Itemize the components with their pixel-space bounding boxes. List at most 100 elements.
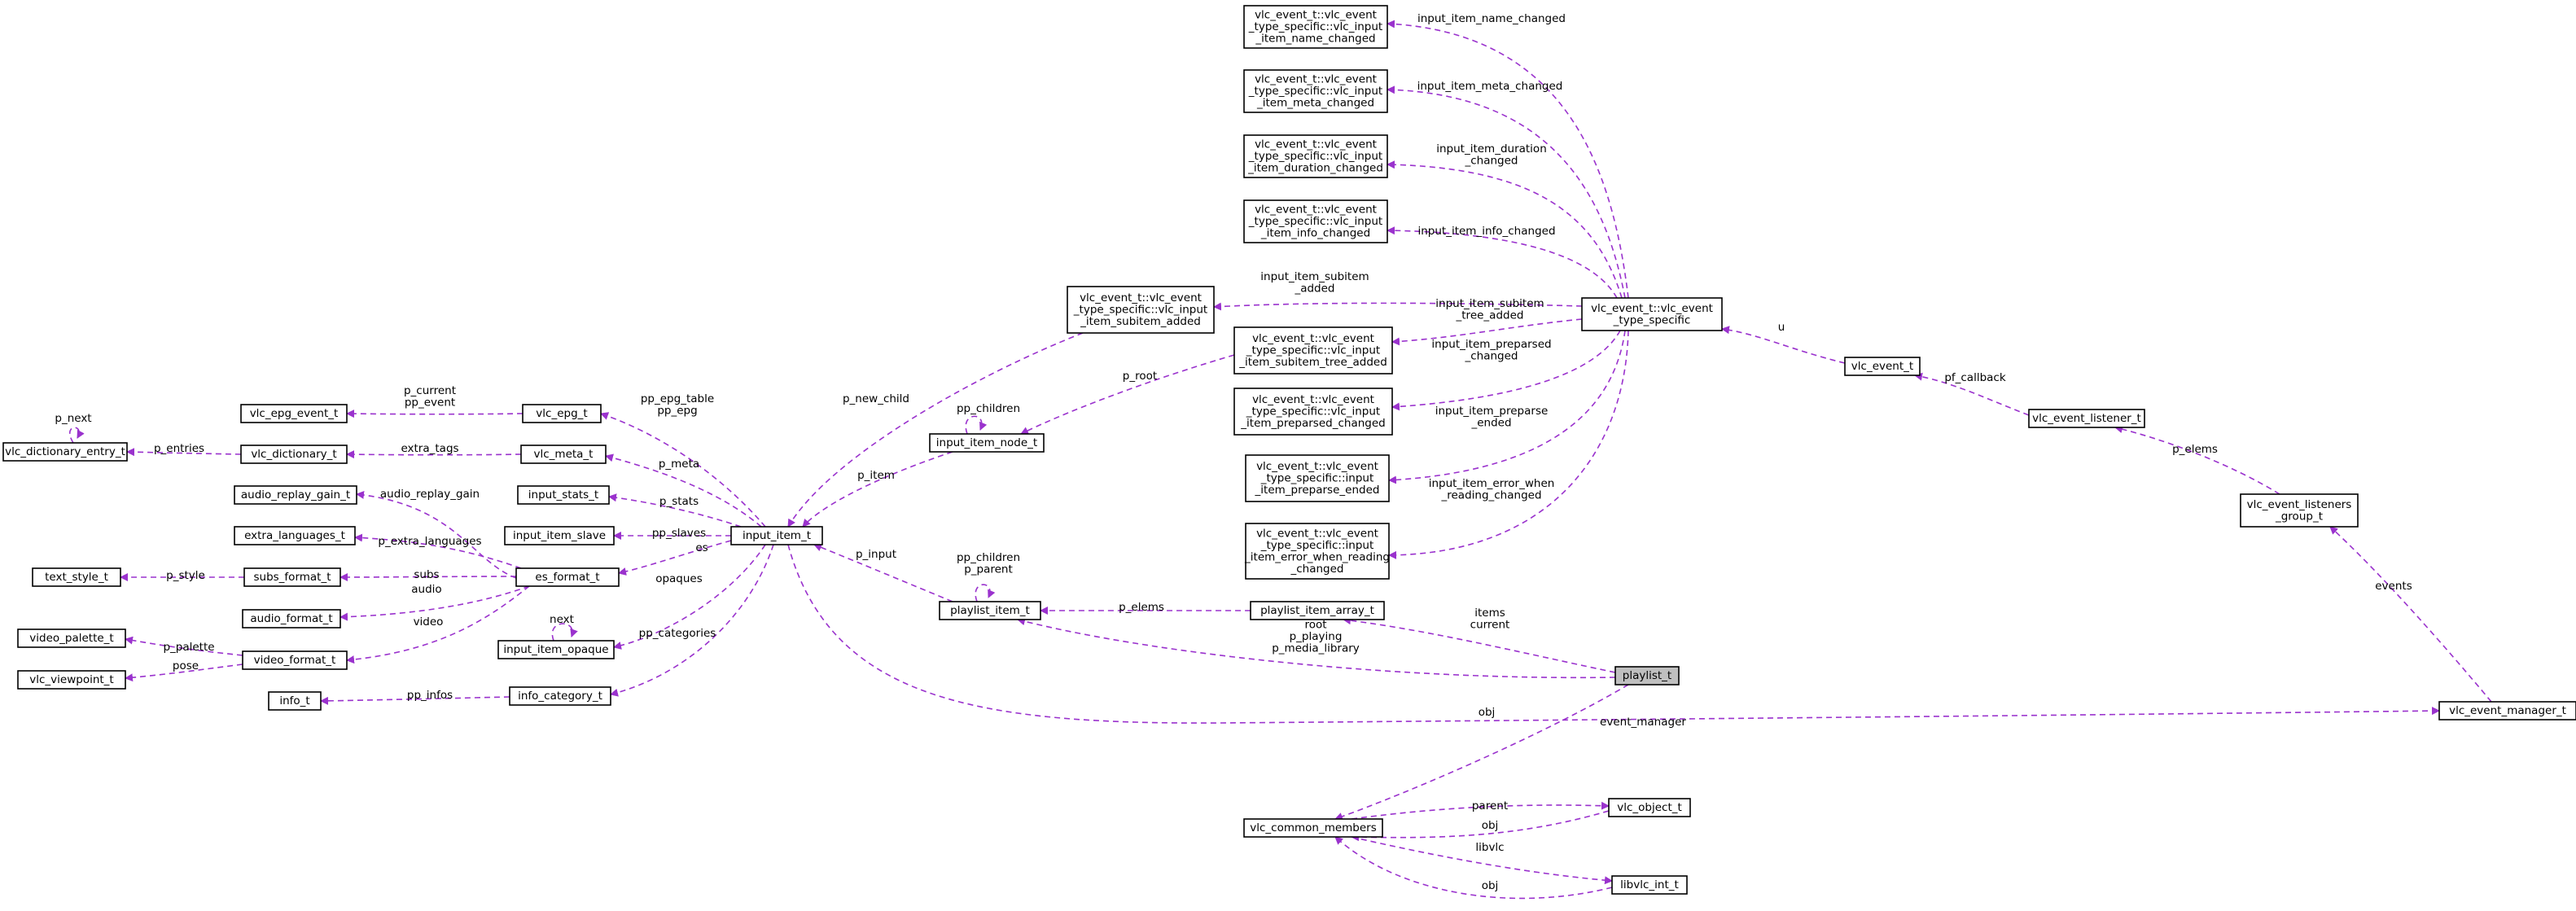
node-vlc-common-members[interactable]: vlc_common_members (1243, 818, 1383, 838)
edge-line (1391, 330, 1621, 411)
node-box (1250, 601, 1385, 620)
node-vlc-viewpoint-t[interactable]: vlc_viewpoint_t (17, 670, 126, 690)
edge-line (1343, 616, 1616, 673)
edge-label-text: p_entries (154, 442, 204, 455)
node-label-line: vlc_object_t (1617, 801, 1682, 814)
edge-line (125, 664, 243, 682)
edge-line (320, 696, 510, 705)
edge-label-p-next: p_next (55, 412, 91, 425)
node-label-line: _item_preparsed_changed (1240, 417, 1385, 430)
edge-label-meta-changed: input_item_meta_changed (1417, 80, 1563, 93)
node-info-t[interactable]: info_t (268, 691, 322, 711)
e-p-elems-listener (2114, 425, 2280, 495)
node-vlc-dictionary-entry-t[interactable]: vlc_dictionary_entry_t (2, 442, 128, 462)
edge-label-text: es (695, 541, 708, 554)
edge-label-text: input_item_error_when (1429, 477, 1555, 490)
node-box (17, 629, 126, 648)
e-p-input (813, 543, 953, 602)
node-vlc-input-item-meta-changed[interactable]: vlc_event_t::vlc_event_type_specific::vl… (1243, 69, 1388, 113)
node-extra-languages-t[interactable]: extra_languages_t (234, 526, 356, 545)
node-label-line: _type_specific::vlc_input (1073, 304, 1207, 317)
edge-label-duration-changed: input_item_duration_changed (1436, 142, 1547, 168)
node-es-format-t[interactable]: es_format_t (515, 567, 620, 587)
edge-label-text: _tree_added (1456, 309, 1524, 322)
node-playlist-item-array-t[interactable]: playlist_item_array_t (1250, 601, 1385, 620)
node-vlc-input-item-subitem-tree-added[interactable]: vlc_event_t::vlc_event_type_specific::vl… (1233, 326, 1393, 374)
edge-label-p-item: p_item (857, 469, 895, 482)
node-text-style-t[interactable]: text_style_t (32, 567, 121, 587)
node-input-stats-t[interactable]: input_stats_t (517, 485, 610, 505)
edge-label-text: pp_slaves (652, 527, 706, 540)
edges-layer (68, 20, 2492, 900)
edge-line (354, 533, 522, 569)
edge-label-p-extra-languages: p_extra_languages (378, 535, 481, 548)
edge-label-text: pp_epg (657, 404, 697, 417)
node-vlc-object-t[interactable]: vlc_object_t (1608, 798, 1691, 817)
edge-line (356, 490, 517, 579)
node-video-palette-t[interactable]: video_palette_t (17, 629, 126, 648)
node-vlc-epg-event-t[interactable]: vlc_epg_event_t (240, 404, 348, 423)
node-vlc-input-item-error-when-reading-changed[interactable]: vlc_event_t::vlc_event_type_specific::in… (1244, 523, 1390, 580)
edge-label-text: audio (411, 583, 441, 596)
node-vlc-event-listeners-group-t[interactable]: vlc_event_listeners_group_t (2240, 493, 2359, 528)
node-box (2438, 701, 2576, 720)
node-libvlc-int-t[interactable]: libvlc_int_t (1611, 875, 1688, 895)
node-label-line: vlc_event_t::vlc_event (1080, 291, 1202, 304)
edge-line (1914, 372, 2030, 416)
node-playlist-t[interactable]: playlist_t (1614, 666, 1680, 685)
node-input-item-opaque[interactable]: input_item_opaque (497, 640, 615, 659)
node-vlc-event-type-specific[interactable]: vlc_event_t::vlc_event_type_specific (1581, 297, 1723, 331)
e-libvlc (1351, 836, 1613, 885)
edge-line (1213, 302, 1583, 311)
edge-line (1351, 810, 1610, 842)
node-vlc-event-manager-t[interactable]: vlc_event_manager_t (2438, 701, 2576, 720)
node-box (1243, 69, 1388, 113)
node-input-item-t[interactable]: input_item_t (730, 526, 823, 545)
node-vlc-meta-t[interactable]: vlc_meta_t (520, 445, 607, 464)
node-audio-replay-gain-t[interactable]: audio_replay_gain_t (234, 485, 357, 505)
node-video-format-t[interactable]: video_format_t (242, 650, 348, 670)
edge-label-text: p_parent (964, 563, 1013, 576)
node-vlc-input-item-preparse-ended[interactable]: vlc_event_t::vlc_event_type_specific::in… (1245, 454, 1390, 502)
edge-label-p-entries: p_entries (154, 442, 204, 455)
node-vlc-input-item-name-changed[interactable]: vlc_event_t::vlc_event_type_specific::vl… (1243, 5, 1388, 49)
e-preparse-ended (1388, 330, 1626, 484)
edge-label-pose: pose (173, 659, 199, 672)
node-info-category-t[interactable]: info_category_t (509, 686, 611, 706)
node-vlc-dictionary-t[interactable]: vlc_dictionary_t (240, 445, 348, 464)
edge-line (2329, 526, 2492, 703)
edge-label-text: p_stats (659, 495, 699, 508)
node-label-line: playlist_item_array_t (1260, 604, 1374, 617)
node-label-line: input_item_slave (513, 529, 606, 542)
node-vlc-input-item-info-changed[interactable]: vlc_event_t::vlc_event_type_specific::vl… (1243, 199, 1388, 243)
edge-label-text: libvlc (1475, 841, 1504, 854)
node-input-item-slave[interactable]: input_item_slave (504, 526, 615, 545)
edge-label-text: p_input (856, 548, 896, 561)
node-vlc-input-item-duration-changed[interactable]: vlc_event_t::vlc_event_type_specific::vl… (1243, 134, 1388, 178)
node-vlc-event-t[interactable]: vlc_event_t (1844, 357, 1921, 376)
edge-line (1387, 20, 1629, 299)
edge-label-obj-libvlc: obj (1482, 879, 1499, 892)
node-audio-format-t[interactable]: audio_format_t (242, 609, 341, 629)
node-label-line: _type_specific::vlc_input (1248, 85, 1382, 98)
edge-label-pp-infos: pp_infos (407, 689, 453, 702)
node-vlc-input-item-preparsed-changed[interactable]: vlc_event_t::vlc_event_type_specific::vl… (1233, 388, 1393, 436)
node-input-item-node-t[interactable]: input_item_node_t (929, 433, 1045, 453)
node-playlist-item-t[interactable]: playlist_item_t (939, 601, 1041, 620)
node-label-line: _item_info_changed (1260, 227, 1370, 240)
node-subs-format-t[interactable]: subs_format_t (243, 567, 341, 587)
edge-label-name-changed: input_item_name_changed (1417, 12, 1566, 25)
edge-label-subitem-added: input_item_subitem_added (1260, 270, 1369, 296)
edge-label-text: _changed (1464, 154, 1518, 167)
node-label-line: audio_format_t (250, 612, 332, 625)
edge-label-text: _ended (1470, 416, 1511, 429)
edge-line (125, 636, 243, 656)
e-pp-epg (600, 412, 766, 528)
node-vlc-epg-t[interactable]: vlc_epg_t (522, 404, 602, 423)
edge-label-text: subs (414, 568, 439, 581)
e-pp-infos (320, 696, 510, 705)
node-vlc-input-item-subitem-added[interactable]: vlc_event_t::vlc_event_type_specific::vl… (1067, 286, 1215, 334)
node-vlc-event-listener-t[interactable]: vlc_event_listener_t (2028, 409, 2145, 428)
